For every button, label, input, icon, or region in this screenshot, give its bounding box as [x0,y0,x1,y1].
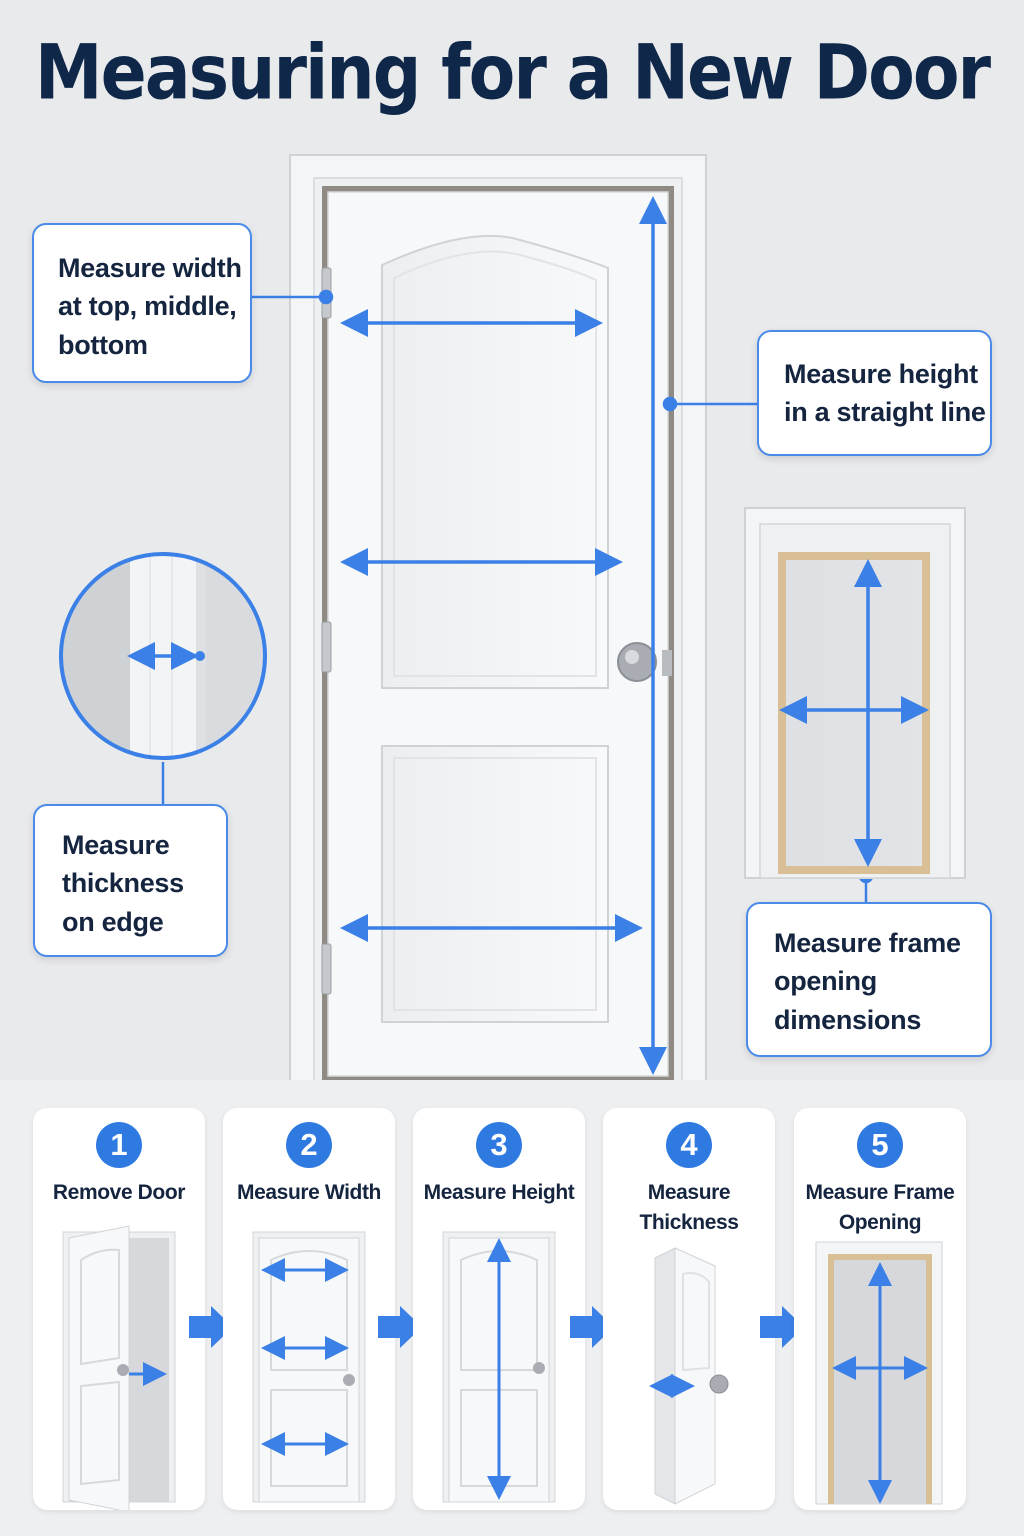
callout-height: Measure height in a straight line [757,330,992,456]
step-number-badge: 2 [286,1122,332,1168]
step-illustration [62,1225,176,1510]
arrow-right-icon [760,1306,804,1348]
step-card-measure-thickness: 4 Measure Thickness [603,1108,775,1510]
step-number-badge: 1 [96,1122,142,1168]
callout-width: Measure width at top, middle, bottom [32,223,252,383]
step-illustration [442,1231,556,1503]
step-label: Measure Thickness [639,1181,739,1234]
step-label: Measure Frame Opening [805,1181,955,1234]
thickness-magnifier [59,552,267,760]
step-card-measure-width: 2 Measure Width [223,1108,395,1510]
step-illustration [252,1231,366,1503]
width-arrows [340,309,643,942]
step-label: Remove Door [52,1181,186,1204]
step-label: Measure Height [423,1181,575,1204]
page-title: Measuring for a New Door [34,29,991,118]
step-number-badge: 4 [666,1122,712,1168]
callout-thickness: Measure thickness on edge [33,804,228,957]
step-number-badge: 3 [476,1122,522,1168]
arrow-right-icon [378,1306,422,1348]
step-number-badge: 5 [857,1122,903,1168]
step-card-measure-height: 3 Measure Height [413,1108,585,1510]
main-door-illustration [59,154,966,1082]
step-card-measure-frame-opening: 5 Measure Frame Opening [794,1108,966,1510]
step-card-remove-door: 1 Remove Door [33,1108,205,1510]
step-illustration [649,1247,729,1505]
arrow-right-icon [189,1306,233,1348]
frame-opening-illustration [744,507,966,879]
step-label: Measure Width [237,1181,381,1204]
step-illustration [815,1241,943,1505]
callout-frame: Measure frame opening dimensions [746,902,992,1057]
